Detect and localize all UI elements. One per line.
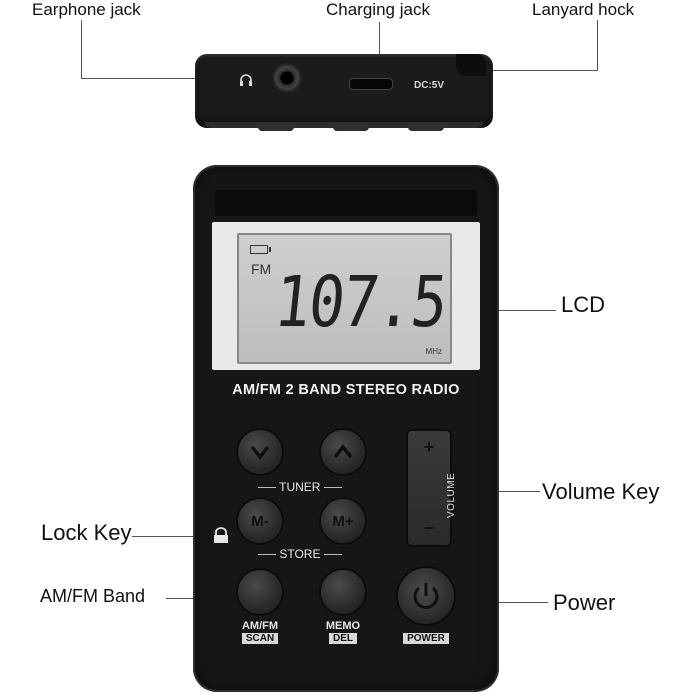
store-label: STORE [279, 547, 321, 561]
lanyard-hole [456, 54, 486, 76]
callout-lanyard-hock: Lanyard hock [532, 0, 635, 19]
memo-del-label: MEMO DEL [309, 620, 377, 644]
callout-earphone-jack: Earphone jack [32, 0, 141, 19]
charging-port[interactable] [349, 78, 393, 90]
callout-volume-key: Volume Key [542, 479, 660, 504]
chevron-up-icon [333, 444, 353, 459]
volume-up-icon[interactable]: + [423, 437, 435, 457]
leader-line [448, 310, 556, 311]
am-fm-label: AM/FM [241, 620, 279, 632]
callout-lock-key: Lock Key [41, 520, 132, 545]
radio-foot [258, 123, 294, 131]
store-group-label: STORE [258, 547, 342, 561]
m-minus-label: M- [251, 512, 269, 530]
memo-label: MEMO [325, 620, 361, 632]
leader-line [597, 20, 598, 70]
radio-title: AM/FM 2 BAND STEREO RADIO [232, 382, 460, 398]
headphone-icon [239, 73, 253, 91]
memo-del-button[interactable] [321, 570, 365, 614]
lock-icon [212, 527, 230, 550]
power-icon [413, 583, 439, 609]
power-label: POWER [403, 633, 449, 644]
battery-icon [250, 245, 271, 254]
memory-minus-button[interactable]: M- [238, 499, 282, 543]
tuner-group-label: TUNER [258, 480, 342, 494]
lcd-band: FM [251, 261, 272, 277]
m-plus-label: M+ [332, 512, 354, 530]
lcd-screen: FM 107.5 MHz [237, 233, 452, 364]
callout-lcd: LCD [561, 292, 606, 317]
callout-charging-jack: Charging jack [326, 0, 430, 19]
radio-foot [408, 123, 444, 131]
radio-foot [333, 123, 369, 131]
scan-label: SCAN [241, 633, 279, 644]
dc-voltage-label: DC:5V [414, 80, 445, 91]
am-fm-scan-label: AM/FM SCAN [226, 620, 294, 644]
leader-line [81, 78, 249, 79]
leader-line [480, 70, 598, 71]
callout-am-fm-band: AM/FM Band [40, 586, 146, 606]
leader-line [379, 22, 380, 82]
power-button[interactable] [398, 568, 454, 624]
tune-up-button[interactable] [321, 430, 365, 474]
lcd-unit: MHz [425, 347, 442, 356]
volume-down-icon[interactable]: − [423, 518, 435, 538]
tuner-label: TUNER [279, 480, 321, 494]
volume-rocker[interactable]: + − [408, 431, 450, 545]
memory-plus-button[interactable]: M+ [321, 499, 365, 543]
radio-top-view [195, 54, 493, 128]
lcd-frequency: 107.5 [270, 261, 450, 343]
power-label-wrap: POWER [394, 632, 458, 644]
callout-power: Power [553, 590, 616, 615]
del-label: DEL [329, 633, 357, 644]
earphone-jack[interactable] [272, 63, 302, 93]
am-fm-band-button[interactable] [238, 570, 282, 614]
tune-down-button[interactable] [238, 430, 282, 474]
chevron-down-icon [250, 445, 270, 460]
volume-label: VOLUME [446, 472, 457, 518]
speaker-strip [215, 190, 477, 216]
leader-line [81, 20, 82, 78]
leader-line [132, 536, 208, 537]
